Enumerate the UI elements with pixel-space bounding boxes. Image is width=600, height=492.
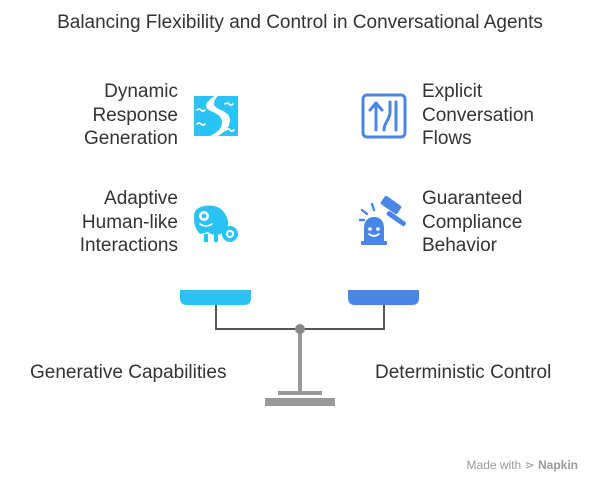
napkin-logo-icon: ⋗ — [524, 458, 535, 472]
scale-pivot — [295, 324, 305, 334]
gavel-icon — [358, 196, 406, 245]
label-guaranteed-compliance-behavior: Guaranteed Compliance Behavior — [422, 188, 523, 256]
chameleon-icon — [194, 205, 238, 242]
label-explicit-conversation-flows: Explicit Conversation Flows — [422, 81, 534, 149]
watermark-brand: Napkin — [537, 458, 578, 472]
lanes-icon — [361, 93, 407, 139]
napkin-watermark[interactable]: Made with ⋗ Napkin — [467, 458, 578, 472]
right-pan — [348, 290, 419, 305]
left-pan — [180, 290, 251, 305]
balance-scale — [180, 290, 419, 406]
page-title: Balancing Flexibility and Control in Con… — [57, 12, 543, 33]
label-dynamic-response-generation: Dynamic Response Generation — [83, 81, 178, 149]
scale-base — [265, 398, 335, 406]
watermark-prefix: Made with — [466, 458, 522, 472]
scale-base-top — [278, 391, 322, 395]
generative-capabilities-label: Generative Capabilities — [30, 362, 227, 383]
deterministic-control-label: Deterministic Control — [375, 362, 552, 383]
river-icon — [194, 96, 238, 136]
label-adaptive-human-like-interactions: Adaptive Human-like Interactions — [79, 188, 178, 256]
